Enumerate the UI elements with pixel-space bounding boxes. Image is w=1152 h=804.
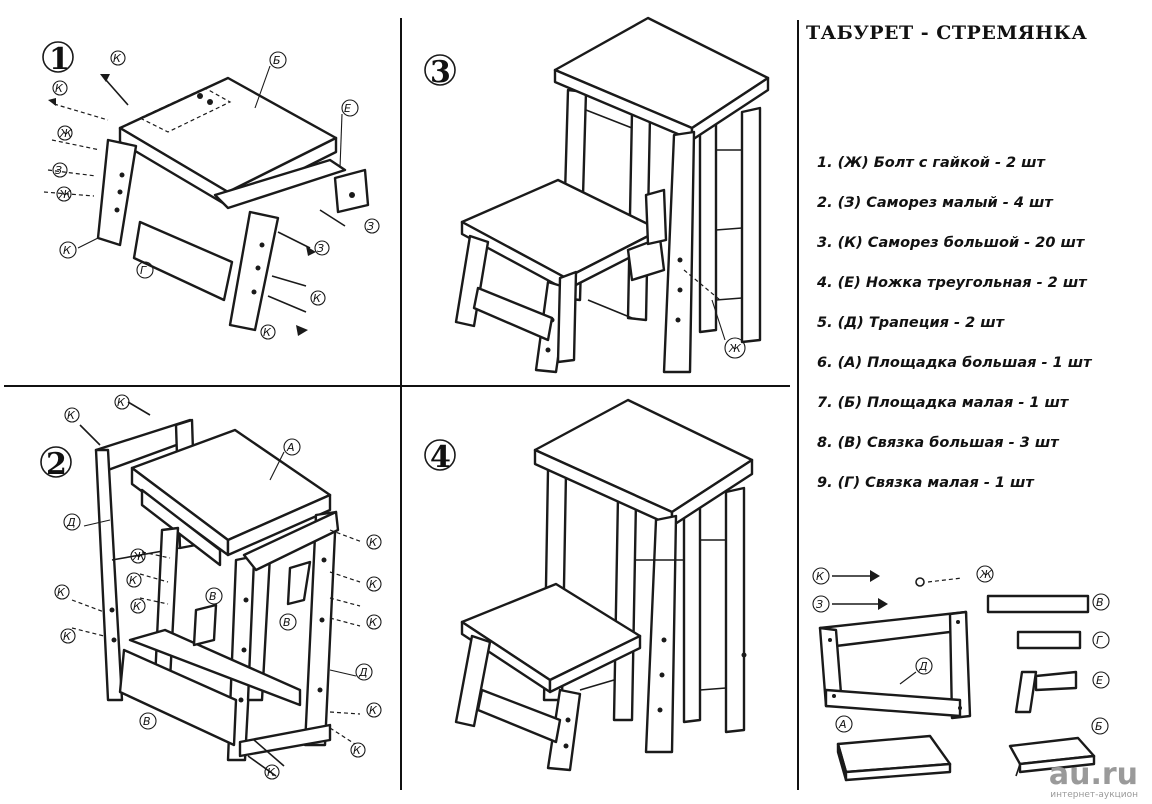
- parts-list-item: 6. (А) Площадка большая - 1 шт: [817, 355, 1092, 371]
- parts-list-item: 3. (К) Саморез большой - 20 шт: [817, 235, 1085, 251]
- part-callout-label: Д: [918, 660, 928, 673]
- part-callout-label: З: [367, 220, 374, 233]
- part-callout-label: З: [55, 164, 62, 177]
- part-callout-label: Ж: [132, 550, 146, 563]
- parts-legend-drawings: К З Ж Д В Г Е А Б: [812, 565, 1110, 782]
- part-callout-label: Г: [140, 264, 147, 277]
- watermark-tagline: интернет-аукцион: [1050, 790, 1138, 800]
- part-callout-label: Ж: [58, 188, 72, 201]
- part-callout-label: К: [57, 586, 66, 599]
- step-number-3: 3: [430, 55, 451, 90]
- panel-step-1: 1 К К Ж З Ж К Б Е Г: [42, 41, 380, 340]
- part-callout-label: К: [353, 744, 362, 757]
- part-callout-label: Б: [1095, 720, 1103, 733]
- parts-list-item: 2. (З) Саморез малый - 4 шт: [817, 195, 1053, 211]
- part-callout-label: К: [55, 82, 64, 95]
- parts-list-item: 7. (Б) Площадка малая - 1 шт: [817, 395, 1069, 411]
- part-callout-label: Ж: [979, 568, 993, 581]
- part-callout-label: К: [313, 292, 322, 305]
- panel-step-4: 4: [424, 398, 754, 772]
- watermark: au.ru интернет-аукцион: [1048, 757, 1138, 801]
- parts-list-item: 1. (Ж) Болт с гайкой - 2 шт: [817, 155, 1045, 171]
- part-callout-label: К: [263, 326, 272, 339]
- step-number-2: 2: [46, 447, 67, 482]
- part-callout-label: З: [317, 242, 324, 255]
- parts-list-item: 4. (Е) Ножка треугольная - 2 шт: [817, 275, 1087, 291]
- part-callout-label: В: [1096, 596, 1104, 609]
- parts-list-item: 9. (Г) Связка малая - 1 шт: [817, 475, 1034, 491]
- part-callout-label: К: [369, 578, 378, 591]
- part-callout-label: К: [67, 409, 76, 422]
- part-callout-label: К: [117, 396, 126, 409]
- panel-dividers: [4, 18, 799, 790]
- part-callout-label: К: [113, 52, 122, 65]
- part-callout-label: Г: [1096, 634, 1103, 647]
- part-callout-label: К: [369, 616, 378, 629]
- part-callout-label: Ж: [728, 342, 742, 355]
- part-callout-label: В: [283, 616, 291, 629]
- part-callout-label: Е: [344, 102, 351, 115]
- panel-step-3: 3 Ж: [424, 16, 770, 374]
- part-callout-label: К: [133, 600, 142, 613]
- part-callout-label: В: [143, 715, 151, 728]
- part-callout-label: З: [816, 598, 823, 611]
- part-callout-label: Д: [358, 666, 368, 679]
- page-title: ТАБУРЕТ - СТРЕМЯНКА: [806, 22, 1088, 44]
- parts-list-item: 5. (Д) Трапеция - 2 шт: [817, 315, 1005, 331]
- part-callout-label: Ж: [59, 127, 73, 140]
- part-callout-label: К: [63, 244, 72, 257]
- part-callout-label: В: [209, 590, 217, 603]
- watermark-brand: au.ru: [1048, 757, 1138, 792]
- part-callout-label: А: [838, 718, 847, 731]
- parts-list-item: 8. (В) Связка большая - 3 шт: [817, 435, 1059, 451]
- part-callout-label: Б: [273, 54, 281, 67]
- part-callout-label: К: [369, 536, 378, 549]
- step-number-1: 1: [49, 42, 70, 77]
- part-callout-label: К: [129, 574, 138, 587]
- panel-step-2: 2: [40, 394, 382, 780]
- part-callout-label: К: [369, 704, 378, 717]
- step-number-4: 4: [430, 440, 451, 475]
- part-callout-label: Д: [66, 516, 76, 529]
- part-callout-label: А: [286, 441, 295, 454]
- part-callout-label: К: [267, 766, 276, 779]
- parts-list: 1. (Ж) Болт с гайкой - 2 шт 2. (З) Самор…: [817, 150, 1092, 510]
- part-callout-label: Е: [1096, 674, 1103, 687]
- part-callout-label: К: [816, 570, 825, 583]
- part-callout-label: К: [63, 630, 72, 643]
